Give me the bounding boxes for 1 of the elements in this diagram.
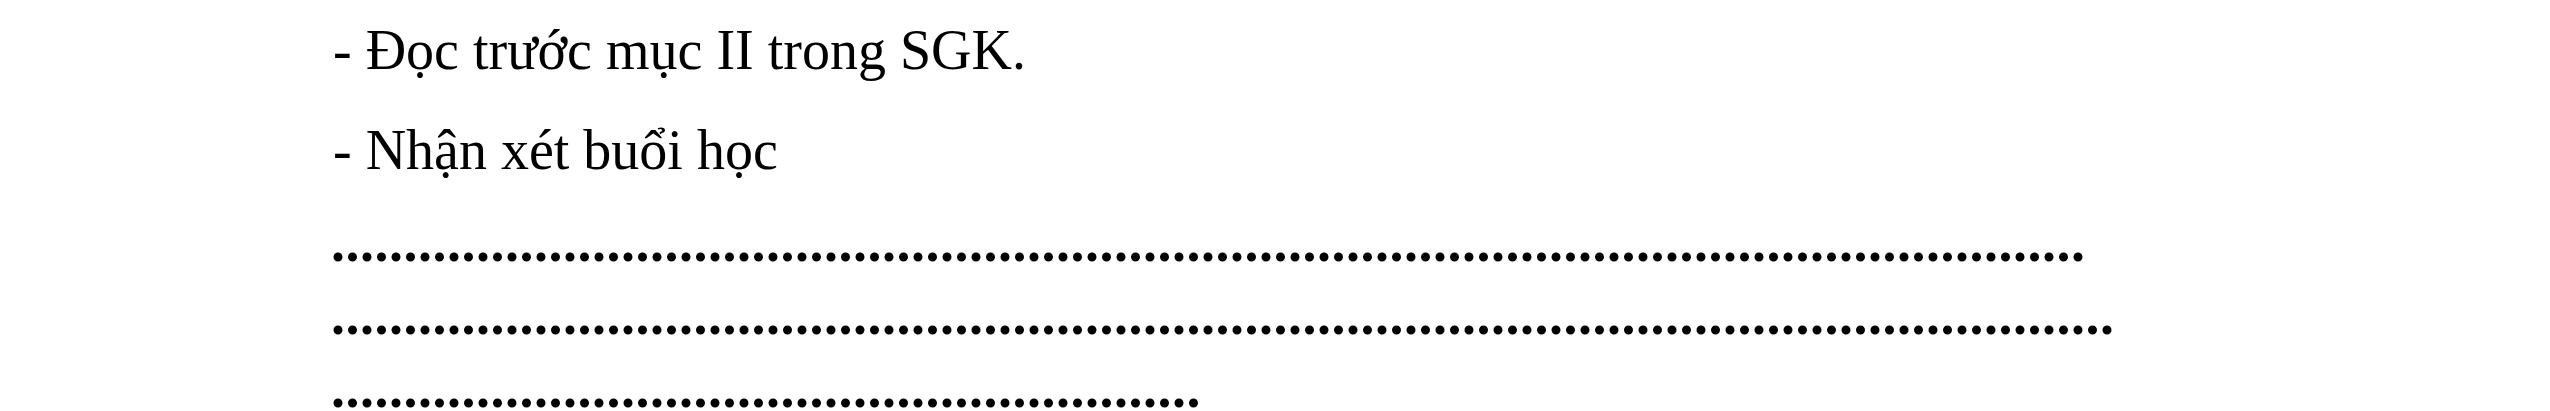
instruction-text: - Nhận xét buổi học bbox=[333, 122, 778, 178]
